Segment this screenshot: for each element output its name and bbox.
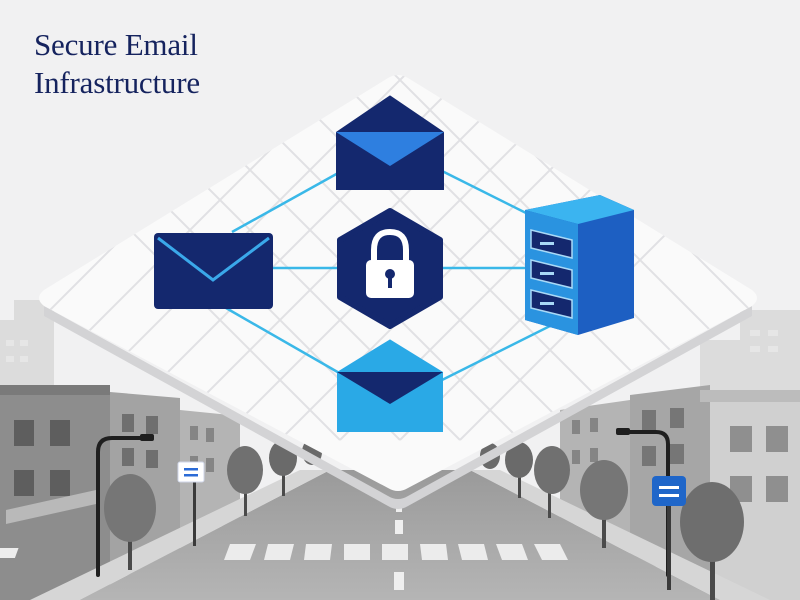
title-line-2: Infrastructure: [34, 65, 200, 100]
server-rack-icon: [525, 195, 634, 335]
street-trees: [104, 439, 744, 600]
title-line-1: Secure Email: [34, 27, 198, 62]
envelope-left-icon: [154, 233, 273, 309]
street-lamps: [96, 430, 670, 577]
lock-hexagon-icon: [337, 208, 443, 329]
network-connections: [225, 168, 567, 382]
street: [0, 470, 770, 600]
envelope-bottom-icon: [337, 339, 443, 432]
sign-right-icon: [652, 476, 686, 590]
envelope-top-icon: [336, 95, 444, 190]
sign-left-icon: [177, 461, 205, 546]
page-title: Secure Email Infrastructure: [34, 26, 200, 102]
